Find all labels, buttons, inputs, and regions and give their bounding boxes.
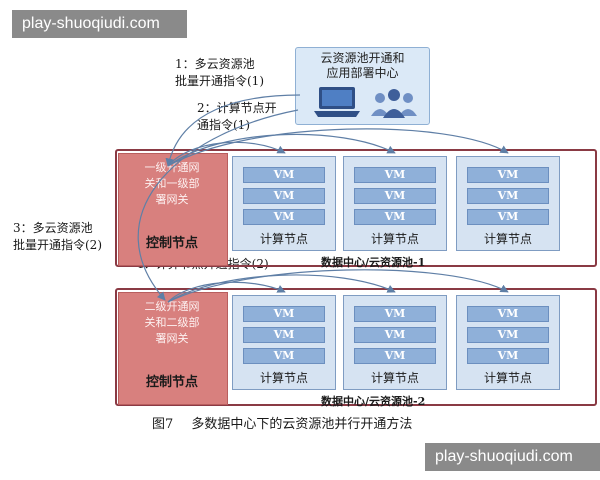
annotation-3-line2: 批量开通指令(2) — [13, 238, 102, 252]
vm-box: VM — [243, 167, 325, 183]
dc2-compute-node-3: VM VM VM 计算节点 — [456, 295, 560, 390]
arrow-dc2-control-to-node-2 — [167, 274, 396, 303]
vm-box: VM — [243, 306, 325, 322]
compute-node-label: 计算节点 — [483, 232, 532, 246]
annotation-1-line1: 1：多云资源池 — [175, 57, 255, 71]
cloud-box-title: 云资源池开通和 应用部署中心 — [296, 51, 429, 81]
dc2-gateway-text: 二级开通网 关和二级部 署网关 — [119, 299, 225, 347]
vm-box: VM — [354, 188, 436, 204]
annotation-1: 1：多云资源池 批量开通指令(1) — [175, 56, 264, 90]
vm-box: VM — [354, 167, 436, 183]
dc1-compute-node-3: VM VM VM 计算节点 — [456, 156, 560, 251]
laptop-icon — [314, 87, 360, 117]
watermark-top: play-shuoqiudi.com — [12, 10, 187, 38]
dc1-compute-node-1: VM VM VM 计算节点 — [232, 156, 336, 251]
arrow-center-to-dc2-control — [137, 109, 299, 301]
vm-box: VM — [467, 327, 549, 343]
vm-box: VM — [243, 327, 325, 343]
dc1-gateway-line3: 署网关 — [155, 193, 189, 206]
vm-box: VM — [467, 306, 549, 322]
dc2-gateway-line2: 关和二级部 — [144, 316, 200, 329]
users-icon — [371, 89, 417, 118]
watermark-bottom: play-shuoqiudi.com — [425, 443, 600, 471]
annotation-2-line1: 2：计算节点开 — [197, 101, 277, 115]
dc2-label: 数据中心/云资源池-2 — [321, 395, 426, 408]
dc1-control-node: 一级开通网 关和一级部 署网关 控制节点 — [118, 153, 228, 266]
compute-node-label: 计算节点 — [370, 232, 419, 246]
arrow-dc1-control-to-node-2 — [167, 133, 396, 167]
vm-box: VM — [243, 348, 325, 364]
annotation-1-line2: 批量开通指令(1) — [175, 74, 264, 88]
vm-box: VM — [354, 209, 436, 225]
figure-caption: 图7 多数据中心下的云资源池并行开通方法 — [152, 413, 412, 432]
vm-box: VM — [467, 167, 549, 183]
figure-number: 图7 — [152, 417, 174, 432]
dc2-gateway-line1: 二级开通网 — [144, 300, 200, 313]
datacenter-2-frame — [115, 288, 597, 406]
cloud-box-line2: 应用部署中心 — [326, 66, 399, 80]
arrow-dc2-control-to-node-3 — [167, 269, 509, 303]
cloud-box-line1: 云资源池开通和 — [320, 51, 405, 65]
compute-node-label: 计算节点 — [259, 371, 308, 385]
arrow-dc2-control-to-node-1 — [167, 281, 286, 303]
dc1-compute-node-2: VM VM VM 计算节点 — [343, 156, 447, 251]
annotation-3-line1: 3：多云资源池 — [13, 221, 93, 235]
figure-caption-text: 多数据中心下的云资源池并行开通方法 — [191, 417, 413, 432]
vm-box: VM — [243, 188, 325, 204]
dc2-compute-node-1: VM VM VM 计算节点 — [232, 295, 336, 390]
vm-box: VM — [354, 327, 436, 343]
vm-box: VM — [354, 306, 436, 322]
dc2-control-label: 控制节点 — [145, 375, 198, 390]
vm-box: VM — [467, 188, 549, 204]
dc2-gateway-line3: 署网关 — [155, 332, 189, 345]
dc2-control-node: 二级开通网 关和二级部 署网关 控制节点 — [118, 292, 228, 405]
vm-box: VM — [467, 348, 549, 364]
arrow-center-to-dc1-control — [165, 94, 301, 167]
arrow-dc1-control-to-node-1 — [167, 141, 286, 167]
annotation-2: 2：计算节点开 通指令(1) — [197, 100, 277, 134]
cloud-provisioning-center: 云资源池开通和 应用部署中心 — [295, 47, 430, 125]
compute-node-label: 计算节点 — [483, 371, 532, 385]
annotation-3: 3：多云资源池 批量开通指令(2) — [13, 220, 102, 254]
dc1-gateway-line2: 关和一级部 — [144, 177, 200, 190]
arrow-dc1-control-to-node-3 — [167, 128, 509, 167]
compute-node-label: 计算节点 — [370, 371, 419, 385]
dc2-compute-node-2: VM VM VM 计算节点 — [343, 295, 447, 390]
compute-node-label: 计算节点 — [259, 232, 308, 246]
vm-box: VM — [354, 348, 436, 364]
vm-box: VM — [467, 209, 549, 225]
vm-box: VM — [243, 209, 325, 225]
datacenter-1-frame — [115, 149, 597, 267]
dc1-control-label: 控制节点 — [145, 236, 198, 251]
dc1-label: 数据中心/云资源池-1 — [321, 256, 426, 269]
